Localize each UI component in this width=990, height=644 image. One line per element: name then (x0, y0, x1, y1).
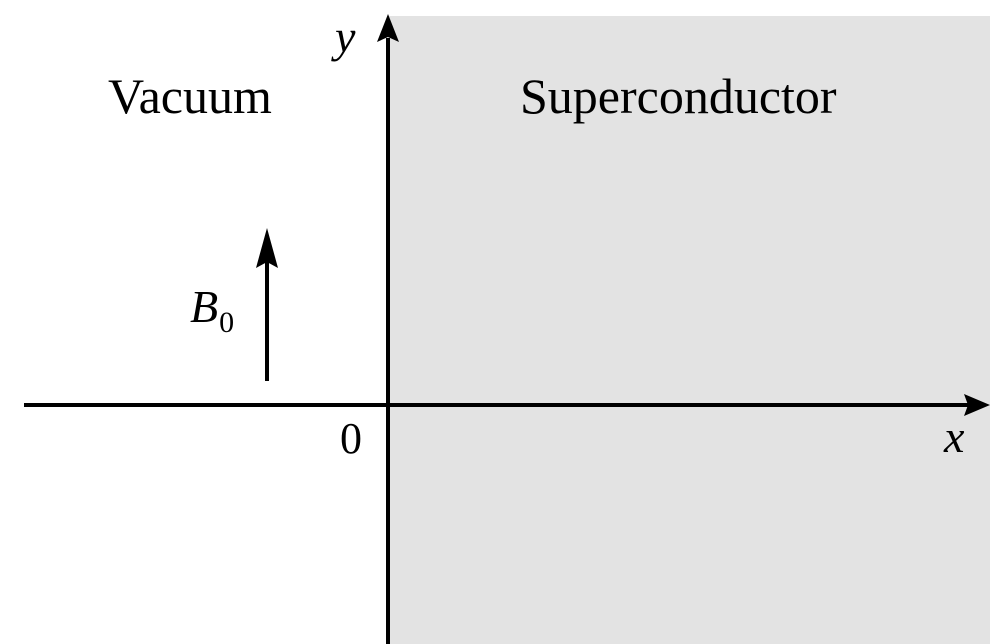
y-axis-arrowhead (377, 14, 399, 42)
field-arrow-arrowhead (256, 228, 278, 268)
origin-label: 0 (340, 414, 362, 463)
field-symbol: B (190, 281, 218, 332)
y-axis-label: y (331, 11, 356, 62)
x-axis-arrowhead (964, 394, 990, 416)
field-label: B0 (190, 281, 234, 339)
vacuum-label: Vacuum (108, 68, 272, 124)
x-axis-label: x (943, 411, 965, 462)
field-subscript: 0 (219, 306, 234, 339)
superconductor-label: Superconductor (520, 68, 837, 124)
superconductor-region (388, 16, 990, 644)
